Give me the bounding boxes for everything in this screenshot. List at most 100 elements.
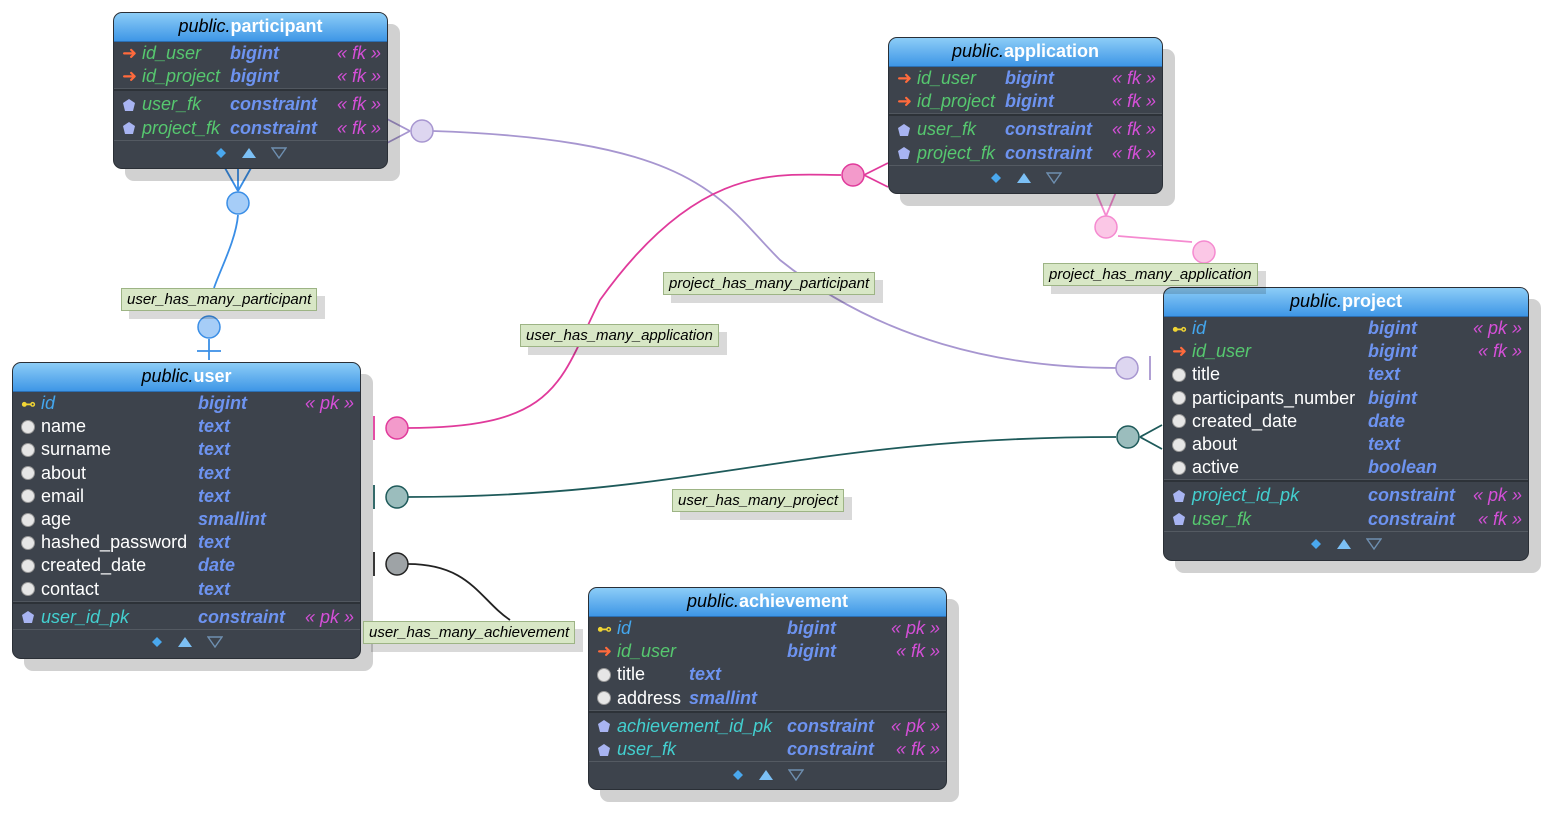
table-header[interactable]: public.user	[13, 363, 360, 392]
constraint-row[interactable]: project_fk constraint « fk »	[114, 117, 387, 140]
relationship-label-project-has-many-application[interactable]: project_has_many_application	[1043, 263, 1258, 286]
relationship-label-project-has-many-participant[interactable]: project_has_many_participant	[663, 272, 876, 295]
table-achievement[interactable]: public.achievement ⊷ id bigint « pk » ➜ …	[588, 587, 947, 790]
constraint-flag: « fk »	[1477, 508, 1522, 529]
table-header[interactable]: public.achievement	[589, 588, 946, 617]
column-row[interactable]: ➜ id_project bigint « fk »	[114, 65, 387, 88]
constraint-row[interactable]: achievement_id_pk constraint « pk »	[589, 715, 946, 738]
column-row[interactable]: created_date date	[13, 554, 360, 577]
foreign-key-icon: ➜	[597, 641, 613, 662]
column-row[interactable]: ⊷ id bigint « pk »	[589, 617, 946, 640]
column-name: created_date	[41, 555, 147, 576]
table-project[interactable]: public.project ⊷ id bigint « pk » ➜ id_u…	[1163, 287, 1529, 561]
constraint-type: constraint	[787, 715, 875, 736]
triangle-down-icon[interactable]	[1366, 538, 1382, 551]
constraint-name: user_id_pk	[41, 606, 130, 627]
column-name: address	[617, 687, 682, 708]
triangle-up-icon[interactable]	[177, 636, 193, 648]
column-row[interactable]: about text	[13, 462, 360, 485]
column-row[interactable]: participants_number bigint	[1164, 387, 1528, 410]
constraint-row[interactable]: user_fk constraint « fk »	[589, 738, 946, 761]
constraint-row[interactable]: user_id_pk constraint « pk »	[13, 606, 360, 629]
constraint-type: constraint	[1368, 485, 1456, 506]
triangle-up-icon[interactable]	[1336, 538, 1352, 550]
constraint-flag: « pk »	[1472, 485, 1522, 506]
column-flag: « fk »	[336, 66, 381, 87]
table-application[interactable]: public.application ➜ id_user bigint « fk…	[888, 37, 1163, 194]
column-name: title	[1192, 364, 1221, 385]
constraint-name: user_fk	[617, 739, 677, 760]
constraint-row[interactable]: user_fk constraint « fk »	[1164, 508, 1528, 531]
column-row[interactable]: ➜ id_project bigint « fk »	[889, 90, 1162, 113]
table-footer	[114, 139, 387, 166]
relationship-label-user-has-many-achievement[interactable]: user_has_many_achievement	[363, 621, 576, 644]
relationship-label-user-has-many-project[interactable]: user_has_many_project	[672, 489, 845, 512]
column-row[interactable]: ➜ id_user bigint « fk »	[1164, 340, 1528, 363]
column-type: text	[198, 578, 231, 599]
column-type: text	[1368, 364, 1401, 385]
column-dot-icon	[1172, 367, 1192, 382]
column-dot-icon	[21, 466, 41, 481]
constraint-row[interactable]: project_fk constraint « fk »	[889, 142, 1162, 165]
column-row[interactable]: contact text	[13, 578, 360, 601]
column-row[interactable]: ➜ id_user bigint « fk »	[589, 640, 946, 663]
column-row[interactable]: hashed_password text	[13, 531, 360, 554]
table-header[interactable]: public.application	[889, 38, 1162, 67]
triangle-up-icon[interactable]	[241, 147, 257, 159]
triangle-down-icon[interactable]	[270, 147, 287, 160]
table-header[interactable]: public.participant	[114, 13, 387, 42]
relationship-label-user-has-many-participant[interactable]: user_has_many_participant	[121, 288, 318, 311]
schema-name: public.	[178, 16, 231, 36]
column-name: id	[1192, 318, 1207, 339]
column-type: bigint	[1368, 318, 1417, 339]
table-header[interactable]: public.project	[1164, 288, 1528, 317]
diamond-icon[interactable]	[215, 147, 227, 159]
diamond-icon[interactable]	[1310, 538, 1322, 550]
column-row[interactable]: ➜ id_user bigint « fk »	[114, 42, 387, 65]
diamond-icon[interactable]	[151, 636, 163, 648]
constraint-name: user_fk	[142, 94, 202, 115]
column-row[interactable]: title text	[1164, 363, 1528, 386]
column-dot-icon	[1172, 391, 1192, 406]
column-row[interactable]: ➜ id_user bigint « fk »	[889, 67, 1162, 90]
column-row[interactable]: ⊷ id bigint « pk »	[13, 392, 360, 415]
triangle-down-icon[interactable]	[1045, 172, 1062, 185]
column-row[interactable]: active boolean	[1164, 456, 1528, 479]
column-name: id_project	[142, 66, 221, 87]
table-name: project	[1342, 291, 1403, 311]
constraint-type: constraint	[198, 606, 286, 627]
column-row[interactable]: created_date date	[1164, 410, 1528, 433]
triangle-up-icon[interactable]	[1016, 172, 1032, 184]
triangle-up-icon[interactable]	[758, 769, 774, 781]
triangle-down-icon[interactable]	[787, 768, 804, 781]
constraint-icon	[597, 719, 617, 733]
link-project-application-node-b	[1192, 240, 1216, 264]
table-participant[interactable]: public.participant ➜ id_user bigint « fk…	[113, 12, 388, 169]
constraint-row[interactable]: project_id_pk constraint « pk »	[1164, 484, 1528, 507]
column-row[interactable]: title text	[589, 663, 946, 686]
constraint-row[interactable]: user_fk constraint « fk »	[889, 118, 1162, 141]
column-row[interactable]: email text	[13, 485, 360, 508]
diamond-icon[interactable]	[990, 172, 1002, 184]
constraint-flag: « pk »	[304, 606, 354, 627]
column-row[interactable]: about text	[1164, 433, 1528, 456]
column-row[interactable]: ⊷ id bigint « pk »	[1164, 317, 1528, 340]
column-row[interactable]: surname text	[13, 438, 360, 461]
constraint-row[interactable]: user_fk constraint « fk »	[114, 93, 387, 116]
triangle-down-icon[interactable]	[206, 636, 223, 649]
column-row[interactable]: name text	[13, 415, 360, 438]
link-user-participant-node-bottom	[197, 315, 221, 339]
foreign-key-icon: ➜	[897, 68, 913, 89]
table-user[interactable]: public.user ⊷ id bigint « pk » name text…	[12, 362, 361, 659]
column-name: age	[41, 509, 72, 530]
primary-key-icon: ⊷	[21, 395, 36, 413]
diamond-icon[interactable]	[732, 769, 744, 781]
column-row[interactable]: age smallint	[13, 508, 360, 531]
column-dot-icon	[21, 442, 41, 457]
column-row[interactable]: address smallint	[589, 687, 946, 710]
relationship-label-user-has-many-application[interactable]: user_has_many_application	[520, 324, 719, 347]
constraint-name: achievement_id_pk	[617, 715, 773, 736]
constraint-type: constraint	[230, 117, 318, 138]
